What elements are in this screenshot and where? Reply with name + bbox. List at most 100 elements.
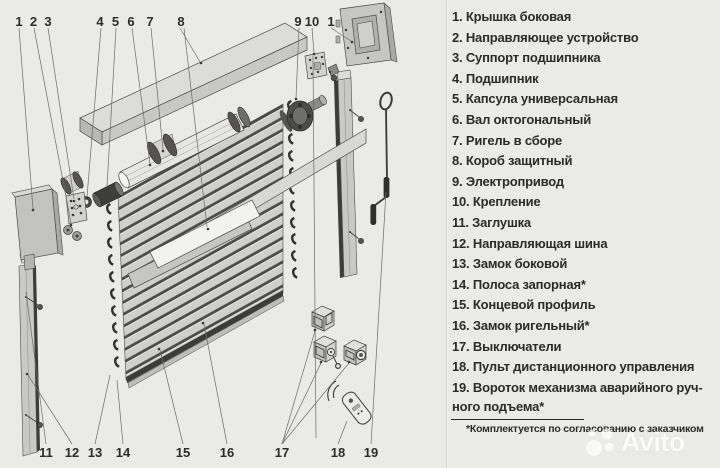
side-cover-right — [335, 2, 398, 67]
callout-number: 5 — [112, 14, 119, 29]
crown-ring-assembly — [60, 170, 84, 195]
footnote: *Комплектуется по согласованию с заказчи… — [466, 423, 704, 435]
guide-bracket — [327, 63, 340, 82]
octagonal-shaft — [118, 113, 245, 189]
legend-item-label: Замок ригельный* — [472, 317, 590, 333]
callout-number: 9 — [294, 14, 301, 29]
legend-item: 6. Вал октогональный — [448, 110, 716, 129]
callout-number: 14 — [116, 445, 131, 460]
callout-number: 18 — [331, 445, 345, 460]
legend-item: 1. Крышка боковая — [448, 7, 716, 26]
legend-item: 15. Концевой профиль — [448, 295, 716, 314]
legend-item-label: Крышка боковая — [465, 9, 572, 24]
switch-box-dial — [343, 339, 367, 366]
callout-number: 8 — [177, 14, 184, 29]
callout-number: 15 — [176, 445, 190, 460]
callout-number: 12 — [65, 445, 79, 460]
legend-item-label: Электропривод — [465, 173, 564, 189]
electric-drive-motor — [279, 95, 327, 132]
legend-item-number: 10. — [452, 194, 473, 210]
legend-item-number: 9. — [452, 173, 466, 189]
legend-item-label: Вороток механизма аварийного руч- ного п… — [452, 379, 703, 414]
callout-number: 17 — [275, 445, 289, 460]
legend-item: 19. Вороток механизма аварийного руч- но… — [448, 378, 716, 416]
legend-item-number: 15. — [452, 297, 473, 313]
bearing-support-plate — [65, 191, 88, 225]
legend-item-number: 6. — [452, 111, 466, 127]
callout-number: 2 — [30, 14, 37, 29]
legend-item: 12. Направляющая шина — [448, 234, 716, 253]
legend-item-label: Пульт дистанционного управления — [472, 359, 695, 375]
legend-item: 16. Замок ригельный* — [448, 316, 716, 335]
legend-item-label: Замок боковой — [472, 256, 568, 272]
legend-item-label: Короб защитный — [465, 153, 573, 169]
box-inspection-lid — [149, 199, 261, 269]
legend-item: 14. Полоса запорная* — [448, 275, 716, 294]
legend-item-number: 7. — [452, 132, 466, 148]
side-lock-hooks-left — [105, 202, 121, 368]
legend-item-number: 1. — [452, 9, 466, 24]
remote-control — [327, 380, 372, 425]
protective-box — [79, 22, 308, 146]
legend-item: 13. Замок боковой — [448, 254, 716, 273]
motor-adapter-rings — [227, 106, 251, 133]
footnote-rule — [451, 419, 584, 420]
callout-number: 1 — [15, 14, 22, 29]
panel-divider-highlight — [447, 0, 448, 468]
callout-number: 1 — [327, 14, 334, 29]
legend-item-number: 5. — [452, 91, 466, 107]
leader-lines — [18, 27, 387, 445]
side-cover-left — [11, 184, 64, 271]
locking-strip — [126, 290, 283, 383]
legend-item: 5. Капсула универсальная — [448, 89, 716, 108]
legend-item: 11. Заглушка — [448, 213, 716, 232]
end-profile — [127, 295, 285, 389]
legend-item-number: 12. — [452, 235, 473, 251]
callout-number: 7 — [146, 14, 153, 29]
legend-item: 10. Крепление — [448, 192, 716, 211]
legend-item: 7. Ригель в сборе — [448, 131, 716, 150]
legend-item-number: 14. — [452, 276, 473, 292]
legend-item-label: Суппорт подшипника — [465, 50, 601, 66]
legend-item-label: Концевой профиль — [472, 297, 596, 313]
crown-ring-assembly — [146, 133, 178, 165]
legend-item-label: Заглушка — [472, 214, 531, 230]
guide-rail-left — [18, 251, 43, 457]
legend-item-label: Подшипник — [465, 70, 539, 86]
legend-item-number: 13. — [452, 256, 473, 272]
guide-device — [63, 225, 82, 241]
leader-dots — [25, 40, 354, 376]
legend-item: 9. Электропривод — [448, 172, 716, 191]
legend-item: 3. Суппорт подшипника — [448, 48, 716, 67]
callout-number: 13 — [88, 445, 102, 460]
legend-item-label: Ригель в сборе — [465, 132, 563, 148]
callout-number: 4 — [96, 14, 104, 29]
emergency-crank — [370, 91, 393, 225]
legend-item: 2. Направляющее устройство — [448, 28, 716, 47]
parts-legend: 1. Крышка боковая 2. Направляющее устройс… — [448, 7, 716, 417]
switch-box-key — [313, 335, 342, 370]
rail-screw — [25, 414, 43, 428]
legend-item-label: Крепление — [472, 194, 541, 210]
legend-item-label: Вал октогональный — [465, 111, 591, 127]
callout-number: 3 — [44, 14, 51, 29]
panel-divider — [446, 0, 447, 468]
legend-item-number: 3. — [452, 50, 466, 66]
rail-screw — [349, 109, 364, 122]
legend-item: 8. Короб защитный — [448, 151, 716, 170]
rail-screw — [25, 296, 43, 310]
legend-item-label: Выключатели — [472, 338, 562, 354]
callout-number: 11 — [39, 445, 53, 460]
legend-item-number: 2. — [452, 29, 466, 45]
universal-capsule — [92, 181, 124, 208]
guide-rail-right — [334, 69, 364, 278]
callout-number: 16 — [220, 445, 234, 460]
mounting-plate — [304, 51, 328, 80]
rail-screw — [349, 231, 364, 244]
callout-number: 6 — [127, 14, 134, 29]
legend-item-number: 4. — [452, 70, 466, 86]
